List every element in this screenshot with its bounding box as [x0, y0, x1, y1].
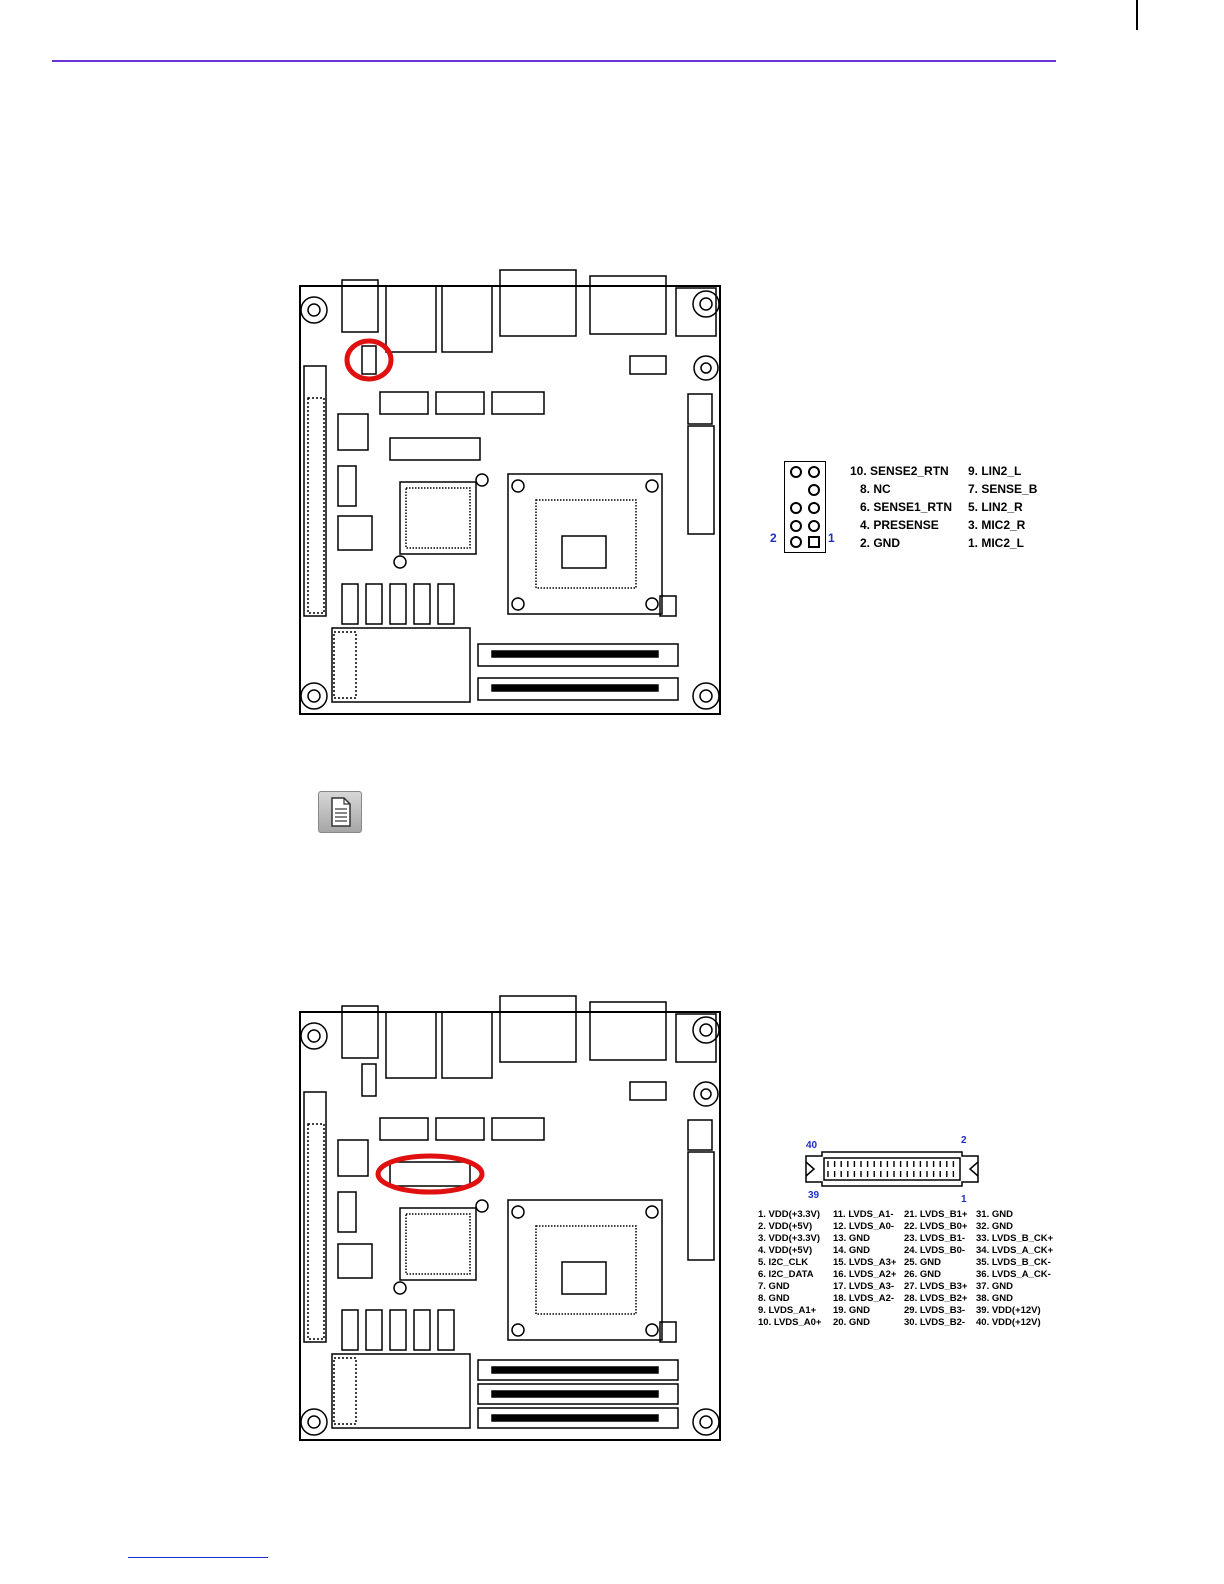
pin-label: 30. LVDS_B2- — [904, 1317, 966, 1328]
pin-label: 7. GND — [758, 1281, 790, 1292]
pin-label: 3. VDD(+3.3V) — [758, 1233, 821, 1244]
pin-label: 7. SENSE_B — [968, 482, 1038, 496]
pin-label: 2. VDD(+5V) — [758, 1221, 813, 1232]
pin-label: 6. I2C_DATA — [758, 1269, 814, 1280]
pin-number-39: 39 — [808, 1190, 820, 1201]
pin-label: 38. GND — [976, 1293, 1013, 1304]
motherboard-diagram-audio — [296, 268, 726, 718]
lvds-pin-column-1: 1. VDD(+3.3V) 2. VDD(+5V) 3. VDD(+3.3V) … — [758, 1209, 821, 1329]
pin-label: 10. LVDS_A0+ — [758, 1317, 822, 1328]
pin-label: 6. SENSE1_RTN — [860, 500, 953, 514]
pin-label: 16. LVDS_A2+ — [833, 1269, 897, 1280]
pin-label: 24. LVDS_B0- — [904, 1245, 966, 1256]
pin-label: 5. I2C_CLK — [758, 1257, 809, 1268]
motherboard-diagram-lvds — [296, 992, 726, 1444]
pin-label: 17. LVDS_A3- — [833, 1281, 895, 1292]
motherboard-layout-2 — [299, 995, 721, 1441]
pin-label: 33. LVDS_B_CK+ — [976, 1233, 1054, 1244]
pin-number-40: 40 — [806, 1140, 818, 1151]
pin-label: 35. LVDS_B_CK- — [976, 1257, 1051, 1268]
pin-label: 22. LVDS_B0+ — [904, 1221, 968, 1232]
pin-label: 4. VDD(+5V) — [758, 1245, 813, 1256]
pin-label: 26. GND — [904, 1269, 941, 1280]
pin-label: 8. NC — [860, 482, 891, 496]
page-edge-line — [1136, 0, 1138, 30]
audio-header-drawing — [784, 461, 826, 553]
pin-label: 15. LVDS_A3+ — [833, 1257, 897, 1268]
pin-label: 9. LVDS_A1+ — [758, 1305, 817, 1316]
pin-number-1: 1 — [828, 531, 835, 545]
pin-label: 3. MIC2_R — [968, 518, 1026, 532]
pin-number-2: 2 — [961, 1135, 967, 1146]
pin-label: 27. LVDS_B3+ — [904, 1281, 968, 1292]
pin-row: 8. NC 7. SENSE_B — [850, 480, 1060, 498]
pin-label: 39. VDD(+12V) — [976, 1305, 1041, 1316]
pin-label: 10. SENSE2_RTN — [850, 464, 949, 478]
pin-label: 19. GND — [833, 1305, 870, 1316]
pin-label: 1. VDD(+3.3V) — [758, 1209, 821, 1220]
pin-number-1: 1 — [961, 1194, 967, 1205]
pin-number-2: 2 — [770, 531, 777, 545]
pin-label: 20. GND — [833, 1317, 870, 1328]
pin-label: 23. LVDS_B1- — [904, 1233, 966, 1244]
note-icon — [318, 791, 362, 833]
lvds-connector-drawing — [802, 1148, 982, 1190]
header-rule — [52, 60, 1056, 62]
pin-label: 34. LVDS_A_CK+ — [976, 1245, 1054, 1256]
pin-label: 12. LVDS_A0- — [833, 1221, 895, 1232]
pin-label: 14. GND — [833, 1245, 870, 1256]
pin-label: 40. VDD(+12V) — [976, 1317, 1041, 1328]
lvds-pin-column-3: 21. LVDS_B1+ 22. LVDS_B0+ 23. LVDS_B1- 2… — [904, 1209, 967, 1329]
pin-label: 1. MIC2_L — [968, 536, 1025, 550]
pin-label: 29. LVDS_B3- — [904, 1305, 966, 1316]
pin-label: 4. PRESENSE — [860, 518, 939, 532]
pin-label: 2. GND — [860, 536, 901, 550]
pin-label: 5. LIN2_R — [968, 500, 1023, 514]
pin-label: 32. GND — [976, 1221, 1013, 1232]
pin-label: 11. LVDS_A1- — [833, 1209, 894, 1220]
motherboard-layout-1 — [299, 269, 721, 715]
pin-label: 28. LVDS_B2+ — [904, 1293, 968, 1304]
pin-label: 18. LVDS_A2- — [833, 1293, 895, 1304]
lvds-pin-column-4: 31. GND 32. GND 33. LVDS_B_CK+ 34. LVDS_… — [976, 1209, 1053, 1329]
pin-label: 36. LVDS_A_CK- — [976, 1269, 1051, 1280]
footer-rule — [128, 1557, 268, 1558]
pin-label: 13. GND — [833, 1233, 870, 1244]
pin-label: 8. GND — [758, 1293, 790, 1304]
pin-row: 6. SENSE1_RTN 5. LIN2_R — [850, 498, 1060, 516]
pin-row: 4. PRESENSE 3. MIC2_R — [850, 516, 1060, 534]
highlight-circle-audio — [344, 338, 394, 382]
pin-label: 25. GND — [904, 1257, 941, 1268]
pin-label: 9. LIN2_L — [968, 464, 1022, 478]
pin-row: 2. GND 1. MIC2_L — [850, 534, 1060, 552]
lvds-pin-column-2: 11. LVDS_A1- 12. LVDS_A0- 13. GND 14. GN… — [833, 1209, 896, 1329]
highlight-circle-lvds — [375, 1153, 485, 1195]
pin-label: 21. LVDS_B1+ — [904, 1209, 968, 1220]
pin-label: 37. GND — [976, 1281, 1013, 1292]
pin-row: 10. SENSE2_RTN 9. LIN2_L — [850, 462, 1060, 480]
pin-label: 31. GND — [976, 1209, 1013, 1220]
